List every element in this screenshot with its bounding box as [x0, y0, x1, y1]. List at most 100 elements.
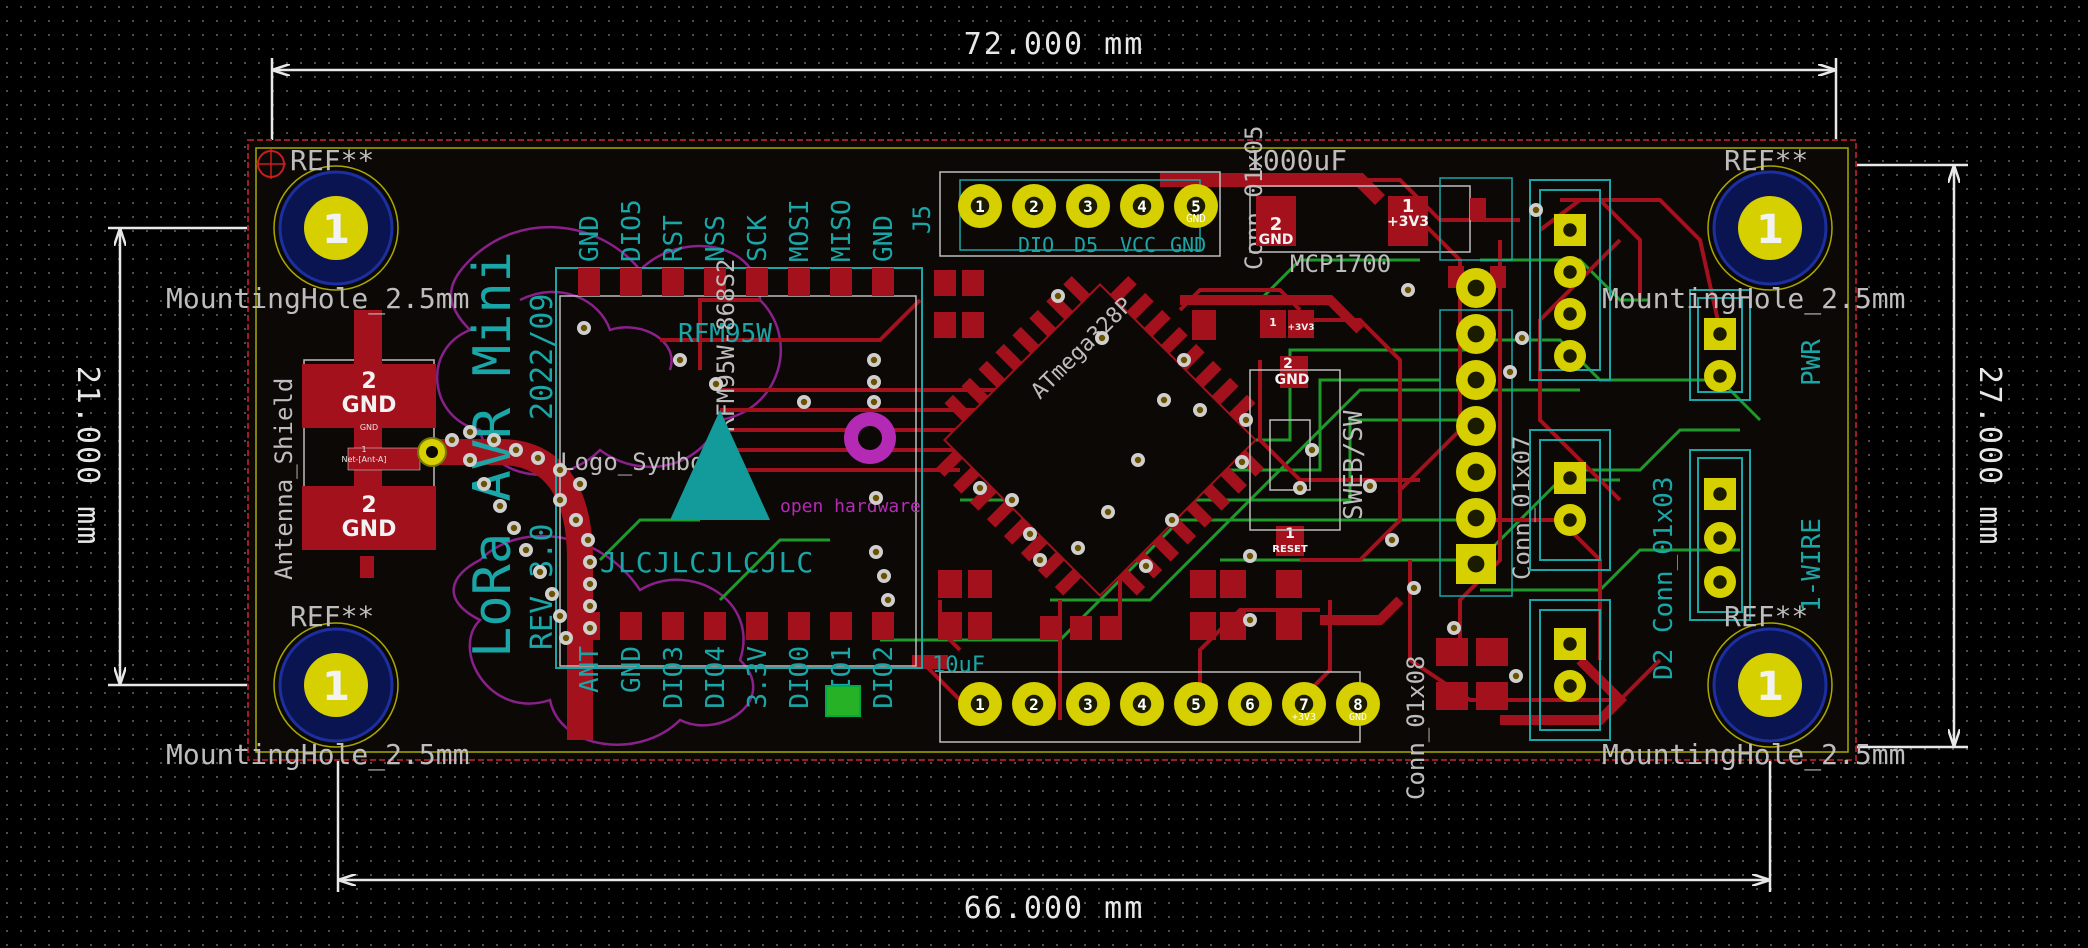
jst-pad[interactable]: [1554, 298, 1586, 330]
bottom-header-value: Conn_01x08: [1402, 656, 1430, 801]
bottom-header-pad[interactable]: 3: [1066, 682, 1110, 726]
right-header-pad[interactable]: [1456, 452, 1496, 492]
right-header-pad[interactable]: [1456, 498, 1496, 538]
board-revision: REV 3.0: [525, 524, 560, 650]
right-header-value: Conn_01x07: [1508, 436, 1536, 581]
bottom-header-pad[interactable]: 1: [958, 682, 1002, 726]
mh-br-ref: REF**: [1724, 600, 1808, 633]
pad-number: 8: [1353, 695, 1363, 714]
rfm-pin-label: DIO2: [869, 646, 899, 709]
antenna-pad-net-2: GND: [342, 517, 397, 542]
pad-number: 1: [975, 197, 985, 216]
jst-pad[interactable]: [1704, 318, 1736, 350]
jst-pads[interactable]: [1554, 214, 1736, 702]
cap-10uf-label: 10uF: [932, 653, 985, 678]
right-header-pad[interactable]: [1456, 544, 1496, 584]
mounting-hole-bl[interactable]: [273, 622, 399, 748]
antenna-shield[interactable]: [302, 310, 447, 682]
jlc-label: JLCJLCJLCJLC: [600, 546, 814, 579]
j5-pad[interactable]: 4: [1120, 184, 1164, 228]
antenna-pad-net: GND: [342, 393, 397, 418]
j5-pad[interactable]: 3: [1066, 184, 1110, 228]
jst-pad[interactable]: [1554, 340, 1586, 372]
rfm-pin-label: MISO: [827, 199, 857, 262]
header-right[interactable]: [1439, 309, 1513, 597]
jst-pad[interactable]: [1704, 522, 1736, 554]
capacitor-value: 1000uF: [1246, 144, 1347, 177]
j5-pin-label: DIO: [1018, 233, 1054, 257]
jst-pad[interactable]: [1554, 670, 1586, 702]
bottom-header-pad[interactable]: 4: [1120, 682, 1164, 726]
j5-pad[interactable]: 1: [958, 184, 1002, 228]
jst-pad[interactable]: [1704, 478, 1736, 510]
jst-pad[interactable]: [1554, 256, 1586, 288]
mounting-hole-tl[interactable]: [273, 165, 399, 291]
j5-pin-label: GND: [1170, 233, 1206, 257]
mh-bl-number: 1: [322, 664, 350, 710]
antenna-signal-pad-net: Net-[Ant-A]: [341, 455, 386, 464]
antenna-shield-label: Antenna_Shield: [270, 378, 298, 580]
right-header-pads[interactable]: [1456, 268, 1496, 584]
pad-number: 7: [1299, 695, 1309, 714]
bottom-pad-net: +3V3: [1292, 712, 1316, 723]
dimension-bottom-label: 66.000 mm: [964, 891, 1145, 926]
mh-br-number: 1: [1756, 664, 1784, 710]
jst-pad[interactable]: [1704, 360, 1736, 392]
bottom-header-pad[interactable]: 5: [1174, 682, 1218, 726]
j5-pin-label: VCC: [1120, 233, 1156, 257]
dimension-right[interactable]: [1836, 163, 1968, 749]
antenna-pad-number-2: 2: [361, 493, 376, 518]
jst-connectors[interactable]: [1529, 179, 1751, 741]
rfm-pin-label: DIO3: [659, 646, 689, 709]
right-header-pad[interactable]: [1456, 268, 1496, 308]
pad-number: 4: [1137, 197, 1147, 216]
rfm-pin-label: 3.3V: [743, 646, 773, 709]
rfm-pin-label: MOSI: [785, 199, 815, 262]
dimension-left-label: 21.000 mm: [70, 366, 105, 547]
right-header-pad[interactable]: [1456, 406, 1496, 446]
cap-pad1-net: +3V3: [1387, 214, 1429, 230]
mh-br-value: MountingHole_2.5mm: [1602, 738, 1905, 772]
reset-pad-net: RESET: [1272, 544, 1308, 555]
j5-ref: J5: [908, 205, 936, 234]
bottom-header-pad[interactable]: 2: [1012, 682, 1056, 726]
dimension-top-label: 72.000 mm: [964, 27, 1145, 62]
pad-number: 3: [1083, 695, 1093, 714]
rfm-pin-label: GND: [617, 646, 647, 693]
jst-pad[interactable]: [1554, 504, 1586, 536]
j5-pad[interactable]: 5: [1174, 184, 1218, 228]
jst-pad[interactable]: [1554, 214, 1586, 246]
antenna-signal-pad-num: 1: [361, 445, 366, 454]
mounting-hole-tr[interactable]: [1707, 165, 1833, 291]
rfm-pin-label: NSS: [701, 215, 731, 262]
cap-pad2-net: GND: [1259, 232, 1294, 248]
mh-tr-value: MountingHole_2.5mm: [1602, 282, 1905, 316]
right-header-pad[interactable]: [1456, 314, 1496, 354]
dimension-right-label: 27.000 mm: [1972, 366, 2007, 547]
rfm-top-pads[interactable]: [578, 268, 894, 296]
pad-number: 1: [975, 695, 985, 714]
j5-pad[interactable]: 2: [1012, 184, 1056, 228]
pad-number: 6: [1245, 695, 1255, 714]
jst-pad[interactable]: [1704, 566, 1736, 598]
smd-passives[interactable]: [360, 270, 1508, 710]
mounting-hole-br[interactable]: [1707, 622, 1833, 748]
rfm-pin-label: GND: [869, 215, 899, 262]
right-header-pad[interactable]: [1456, 360, 1496, 400]
j5-pin-label: D5: [1074, 233, 1098, 257]
d2-connector-label: D2 Conn_01x03: [1649, 477, 1679, 681]
antenna-pad-small-net: GND: [360, 423, 378, 432]
bottom-header-pad[interactable]: 6: [1228, 682, 1272, 726]
jst-pad[interactable]: [1554, 628, 1586, 660]
jst-pad[interactable]: [1554, 462, 1586, 494]
capacitor-1000uf[interactable]: [1249, 185, 1471, 253]
antenna-pad-number: 2: [361, 369, 376, 394]
led-d1[interactable]: [825, 685, 861, 717]
bottom-header-pad[interactable]: 7+3V3: [1282, 682, 1326, 726]
c3v3-pad-num: 1: [1269, 316, 1277, 329]
